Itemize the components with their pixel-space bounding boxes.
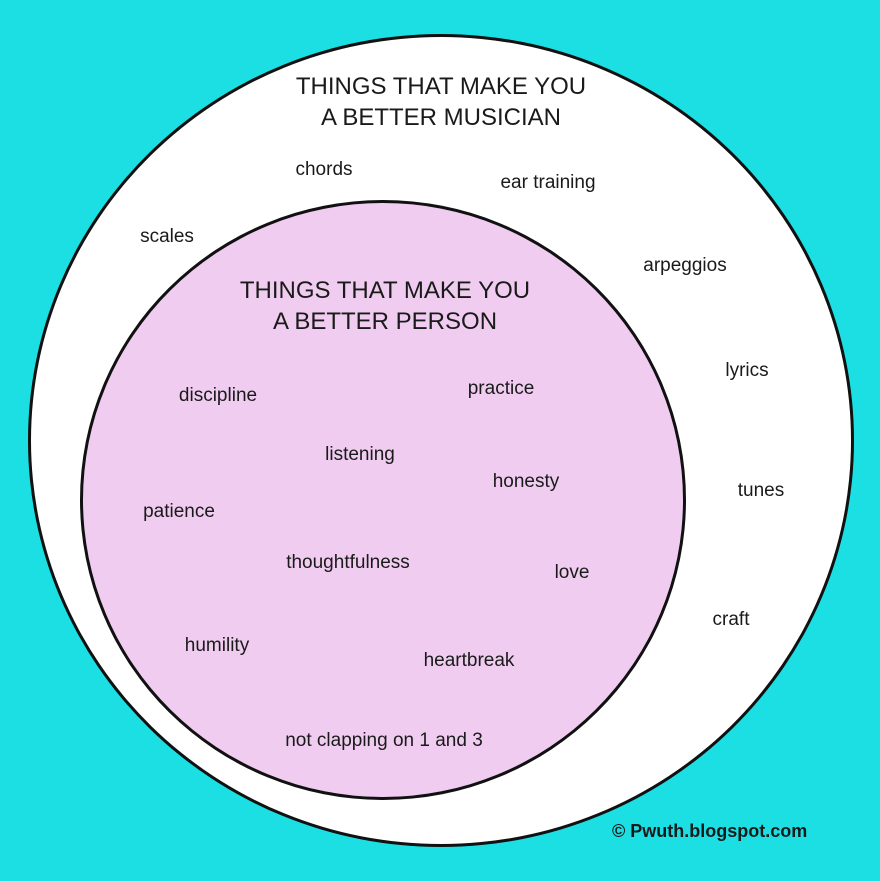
person-item-patience: patience [143, 501, 215, 522]
musician-item-scales: scales [140, 226, 194, 247]
musician-item-lyrics: lyrics [725, 360, 769, 381]
person-item-thoughtfulness: thoughtfulness [286, 552, 410, 573]
musician-item-arpeggios: arpeggios [643, 255, 727, 276]
person-item-discipline: discipline [178, 385, 258, 406]
credit-text: © Pwuth.blogspot.com [612, 821, 808, 841]
musician-item-tunes: tunes [737, 480, 785, 501]
musician-set-title: THINGS THAT MAKE YOU A BETTER MUSICIAN [296, 71, 586, 133]
musician-set-title-line1: THINGS THAT MAKE YOU [295, 73, 587, 100]
person-set-title-line1: THINGS THAT MAKE YOU [239, 277, 531, 304]
person-item-listening: listening [325, 444, 395, 465]
person-item-humility: humility [184, 635, 250, 656]
person-set-title-line2: A BETTER PERSON [272, 308, 498, 335]
person-item-practice: practice [467, 378, 535, 399]
musician-item-craft: craft [712, 609, 750, 630]
musician-item-chords: chords [295, 159, 353, 180]
person-item-heartbreak: heartbreak [423, 650, 515, 671]
person-set-circle [80, 200, 686, 800]
person-item-love: love [554, 562, 590, 583]
person-item-not-clapping: not clapping on 1 and 3 [285, 730, 483, 751]
musician-set-title-line2: A BETTER MUSICIAN [320, 104, 562, 131]
musician-item-ear-training: ear training [500, 172, 596, 193]
person-item-honesty: honesty [492, 471, 560, 492]
person-set-title: THINGS THAT MAKE YOU A BETTER PERSON [240, 275, 530, 337]
